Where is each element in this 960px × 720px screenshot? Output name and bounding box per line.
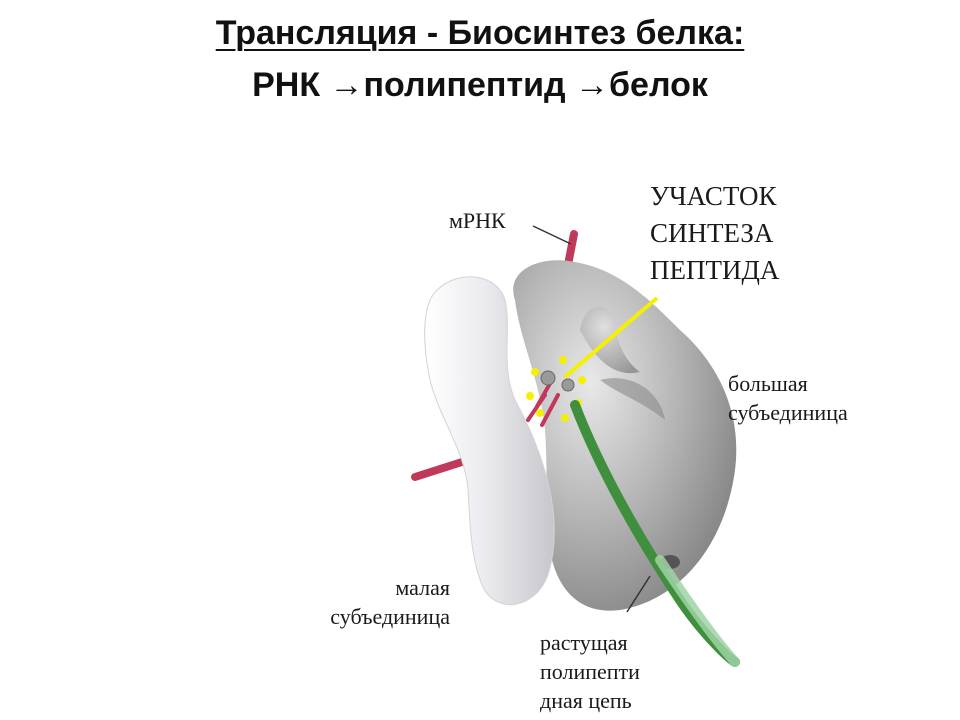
label-synthesis-site: УЧАСТОК СИНТЕЗА ПЕПТИДА xyxy=(650,181,780,285)
polypeptide-chain xyxy=(570,400,740,667)
label-mrna: мРНК xyxy=(449,208,506,233)
leader-lines xyxy=(532,225,651,613)
trna-site xyxy=(526,370,575,427)
small-subunit-shape xyxy=(424,276,555,606)
label-growing-chain: растущая полипепти дная цепь xyxy=(540,630,640,713)
title-line-2: РНК →полипептид →белок xyxy=(252,66,708,104)
label-large-subunit: большая субъединица xyxy=(728,371,848,425)
label-small-subunit: малая субъединица xyxy=(330,575,450,629)
synthesis-site-pointer xyxy=(563,296,659,379)
title-line-1: Трансляция - Биосинтез белка: xyxy=(215,14,745,52)
